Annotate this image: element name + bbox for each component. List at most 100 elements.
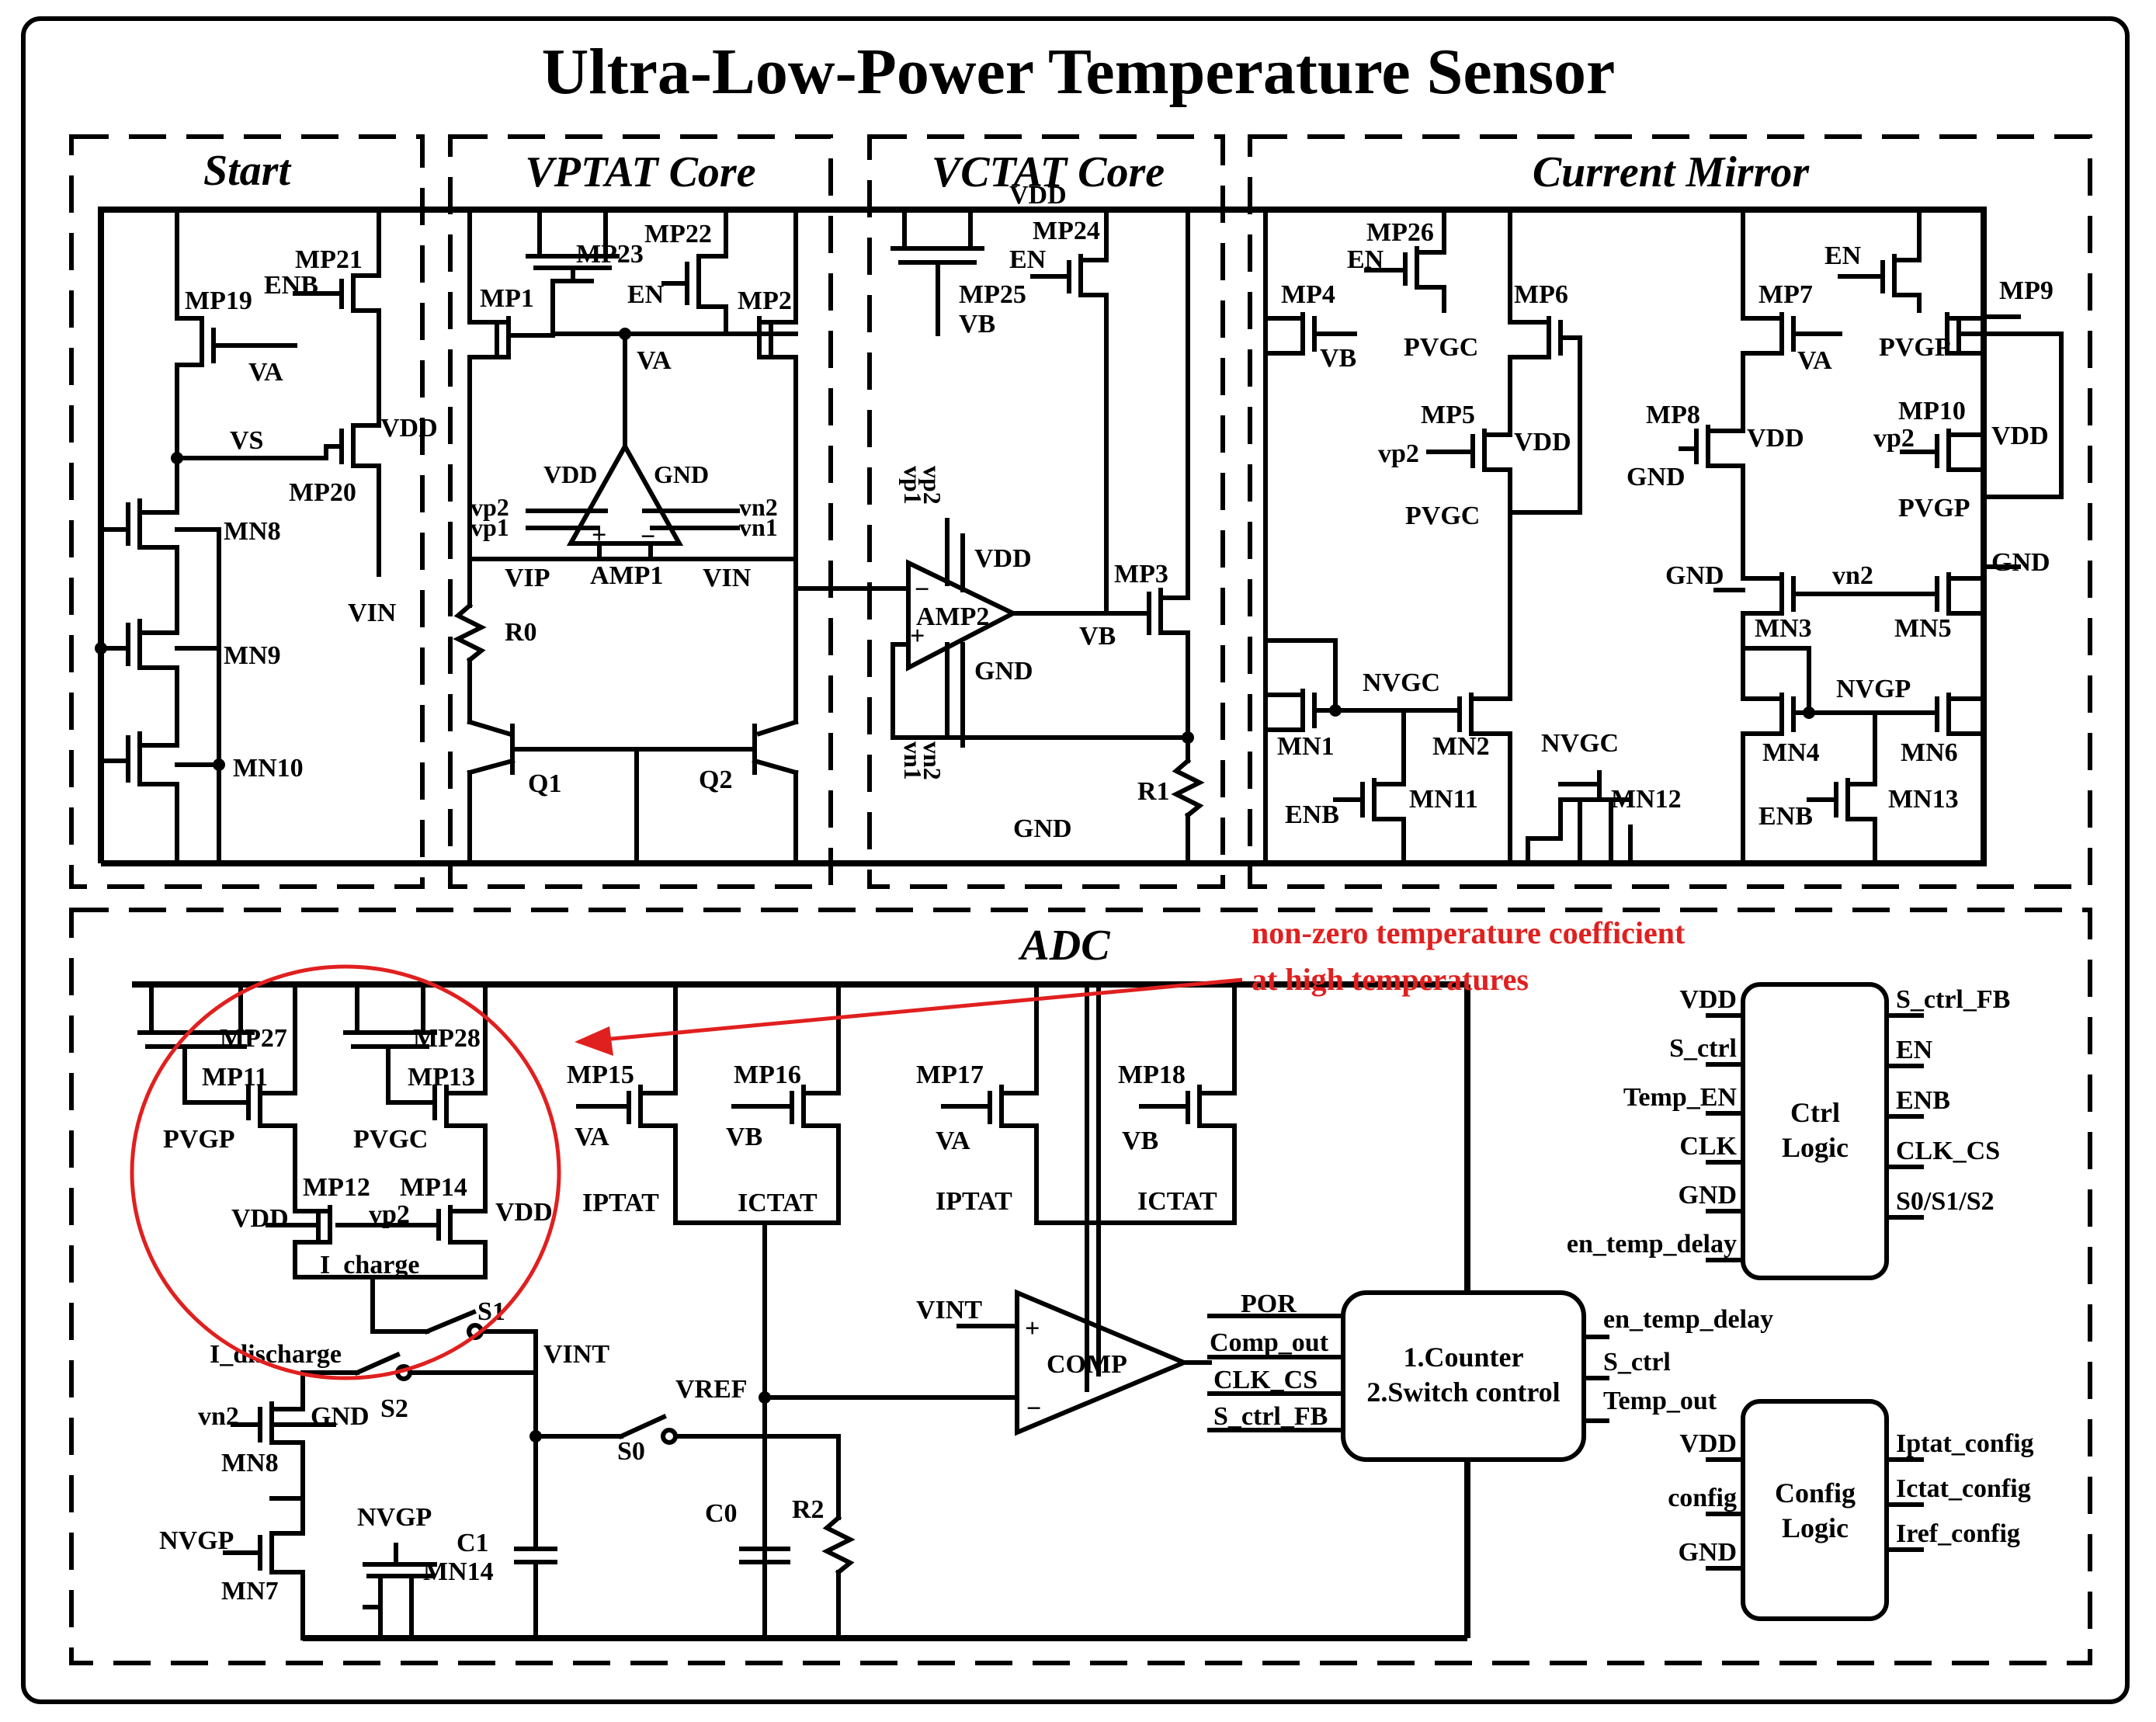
label-adc-va-b: VA bbox=[936, 1127, 970, 1155]
label-adc-vn2: vn2 bbox=[198, 1402, 239, 1431]
label-mirror-enb-b: ENB bbox=[1758, 802, 1813, 831]
label-mp3: MP3 bbox=[1114, 560, 1168, 588]
ctrl-logic-block: Ctrl Logic VDDS_ctrlTemp_ENCLKGNDen_temp… bbox=[1567, 982, 2010, 1280]
config-input-pin-label-2: GND bbox=[1678, 1538, 1737, 1567]
label-adc-gnd: GND bbox=[311, 1402, 370, 1431]
label-vip: VIP bbox=[505, 564, 550, 592]
label-mirror-gnd-a: GND bbox=[1627, 463, 1686, 491]
ctrl-input-pin-label-1: S_ctrl bbox=[1669, 1034, 1737, 1063]
comp-minus: − bbox=[1026, 1394, 1041, 1423]
vptat-section-box bbox=[448, 134, 833, 889]
label-mp1: MP1 bbox=[480, 284, 534, 313]
label-vctat-vdd: VDD bbox=[1009, 181, 1067, 210]
label-mn14: MN14 bbox=[423, 1557, 494, 1586]
config-output-pin-label-1: Ictat_config bbox=[1896, 1474, 2031, 1503]
label-s2: S2 bbox=[380, 1394, 408, 1423]
vctat-circuit: VDD MP25 VB MP24 EN − + AMP2 vp2 vp1 vn2… bbox=[891, 181, 1205, 866]
label-q2: Q2 bbox=[699, 766, 732, 794]
label-s-ctrl-fb: S_ctrl_FB bbox=[1213, 1402, 1328, 1431]
label-clk-cs: CLK_CS bbox=[1213, 1366, 1318, 1394]
comparator-symbol bbox=[1015, 1289, 1190, 1436]
config-logic-name-2: Logic bbox=[1782, 1512, 1849, 1543]
label-vptat-vdd: VDD bbox=[543, 460, 597, 488]
label-mn5: MN5 bbox=[1894, 614, 1952, 643]
label-mp7: MP7 bbox=[1758, 280, 1813, 309]
adc-section-box bbox=[69, 908, 2092, 1665]
ctrl-output-pin-label-0: S_ctrl_FB bbox=[1896, 985, 2010, 1014]
label-mn8: MN8 bbox=[224, 517, 281, 546]
label-adc-vdd-l: VDD bbox=[231, 1204, 289, 1233]
label-mn6: MN6 bbox=[1901, 738, 1958, 767]
label-mirror-nvgc-b: NVGC bbox=[1541, 729, 1619, 758]
label-mirror-vp2-b: vp2 bbox=[1873, 424, 1915, 453]
amp2-minus: − bbox=[915, 575, 929, 604]
label-vctat-vn2: vn2 bbox=[918, 741, 946, 780]
label-mp24: MP24 bbox=[1033, 217, 1100, 245]
section-title-vctat: VCTAT Core bbox=[932, 148, 1165, 196]
start-circuit: MP19 VA MP21 ENB VS VDD MP20 VIN bbox=[95, 207, 438, 866]
label-mp6: MP6 bbox=[1514, 280, 1568, 309]
label-mirror-pvgc-a: PVGC bbox=[1404, 333, 1478, 362]
label-mirror-gnd-c: GND bbox=[1991, 548, 2050, 577]
annotation-arrow bbox=[578, 977, 1243, 1044]
label-mirror-enb-a: ENB bbox=[1285, 800, 1339, 829]
label-q1: Q1 bbox=[528, 769, 561, 798]
ctrl-input-pin-label-0: VDD bbox=[1679, 985, 1737, 1014]
label-vctat-vb-top: VB bbox=[959, 310, 995, 338]
annotation-line-1: non-zero temperature coefficient bbox=[1252, 915, 1686, 950]
ctrl-logic-name-1: Ctrl bbox=[1790, 1097, 1840, 1128]
label-mp8: MP8 bbox=[1646, 401, 1700, 429]
label-counter-s-ctrl: S_ctrl bbox=[1603, 1348, 1671, 1377]
label-mirror-pvgp-a: PVGP bbox=[1879, 333, 1951, 362]
label-mirror-pvgp-b: PVGP bbox=[1898, 494, 1970, 523]
label-c1: C1 bbox=[457, 1529, 489, 1557]
ctrl-output-pin-label-2: ENB bbox=[1896, 1086, 1950, 1115]
ctrl-logic-box bbox=[1741, 982, 1889, 1280]
config-output-pin-label-2: Iref_config bbox=[1896, 1519, 2020, 1548]
comp-plus: + bbox=[1025, 1314, 1040, 1343]
high-temp-annotation: non-zero temperature coefficient at high… bbox=[130, 915, 1686, 1380]
label-vctat-vp1: vp1 bbox=[899, 466, 927, 505]
ctrl-logic-name-2: Logic bbox=[1782, 1132, 1849, 1163]
ctrl-output-pin-label-1: EN bbox=[1896, 1036, 1933, 1064]
label-vptat-vn2: vn2 bbox=[739, 493, 778, 521]
label-r2: R2 bbox=[792, 1495, 825, 1524]
label-mp4: MP4 bbox=[1281, 280, 1335, 309]
r1-symbol bbox=[1171, 757, 1205, 819]
label-mirror-gnd-b: GND bbox=[1665, 561, 1724, 590]
label-adc-vb-b: VB bbox=[1122, 1127, 1158, 1155]
label-start-enb: ENB bbox=[264, 271, 318, 300]
label-mp10: MP10 bbox=[1898, 397, 1966, 425]
label-vctat-vn1: vn1 bbox=[899, 741, 927, 780]
label-adc-ictat-a: ICTAT bbox=[738, 1189, 818, 1217]
counter-label-1: 1.Counter bbox=[1404, 1342, 1524, 1373]
section-title-mirror: Current Mirror bbox=[1533, 148, 1811, 196]
start-section-box bbox=[69, 134, 425, 889]
label-mn7: MN7 bbox=[221, 1577, 279, 1606]
amp1-plus: + bbox=[592, 521, 606, 550]
counter-label-2: 2.Switch control bbox=[1366, 1377, 1560, 1408]
ctrl-output-pin-label-4: S0/S1/S2 bbox=[1896, 1187, 1995, 1216]
label-vctat-vp2: vp2 bbox=[918, 466, 946, 505]
label-mp18: MP18 bbox=[1118, 1061, 1186, 1089]
label-mp2: MP2 bbox=[738, 286, 792, 315]
label-mp14: MP14 bbox=[400, 1173, 467, 1202]
section-title-vptat: VPTAT Core bbox=[525, 148, 755, 196]
label-mp21: MP21 bbox=[295, 245, 363, 274]
label-vptat-vp2: vp2 bbox=[470, 493, 509, 521]
label-adc-va-a: VA bbox=[575, 1123, 609, 1151]
mirror-circuit: MP4 VB MP26 EN PVGC MP6 MP5 vp2 VDD PVGC bbox=[1263, 207, 2064, 866]
label-adc-vdd-r: VDD bbox=[495, 1198, 553, 1227]
ctrl-input-pin-label-3: CLK bbox=[1679, 1132, 1737, 1161]
config-input-pin-label-1: config bbox=[1668, 1484, 1737, 1512]
label-mp26: MP26 bbox=[1366, 218, 1434, 247]
label-i-charge: I_charge bbox=[320, 1251, 419, 1279]
label-mirror-vp2-a: vp2 bbox=[1378, 439, 1419, 468]
label-start-vdd: VDD bbox=[380, 414, 438, 443]
label-comp-out: Comp_out bbox=[1210, 1328, 1329, 1357]
label-vint-a: VINT bbox=[543, 1340, 609, 1369]
label-adc-pvgp: PVGP bbox=[163, 1125, 235, 1154]
